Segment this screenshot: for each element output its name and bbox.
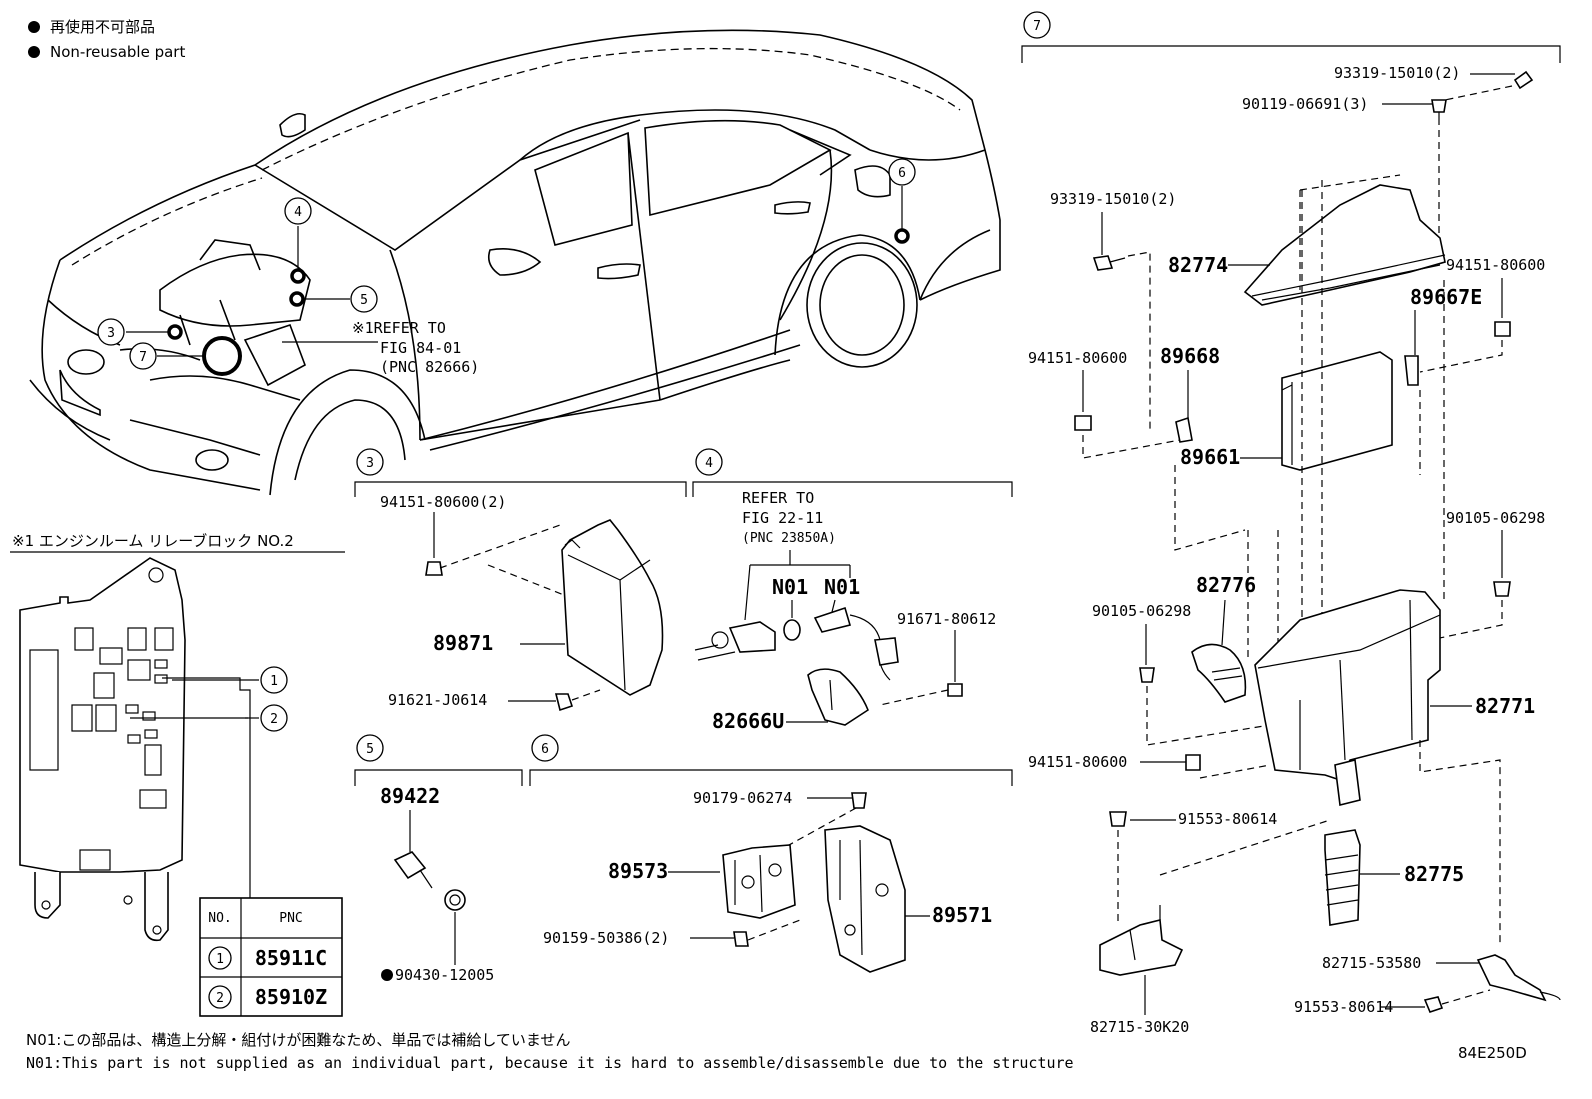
- svg-text:N01: N01: [824, 575, 860, 599]
- svg-text:91553-80614: 91553-80614: [1178, 810, 1277, 828]
- relay-marker-1: 1: [260, 666, 288, 694]
- svg-text:90179-06274: 90179-06274: [693, 789, 792, 807]
- svg-text:4: 4: [705, 456, 713, 471]
- car-reference-note: ※1REFER TO FIG 84-01 (PNC 82666): [352, 319, 479, 376]
- svg-text:89661: 89661: [1180, 445, 1240, 469]
- svg-text:94151-80600: 94151-80600: [1028, 753, 1127, 771]
- svg-text:FIG 84-01: FIG 84-01: [380, 339, 461, 357]
- svg-text:82715-30K20: 82715-30K20: [1090, 1018, 1189, 1036]
- location-marker-6: [894, 228, 910, 244]
- callout-4: 4: [284, 197, 312, 225]
- svg-text:6: 6: [898, 166, 906, 181]
- relay-marker-2: 2: [260, 704, 288, 732]
- svg-text:91671-80612: 91671-80612: [897, 610, 996, 628]
- svg-text:82715-53580: 82715-53580: [1322, 954, 1421, 972]
- svg-text:6: 6: [541, 742, 549, 757]
- footnotes: N01:この部品は、構造上分解・組付けが困難なため、単品では補給していません N…: [26, 1031, 1527, 1072]
- callout-3: 3: [97, 318, 125, 346]
- note-en: N01:This part is not supplied as an indi…: [26, 1054, 1074, 1072]
- group-7: 7 93319-15010(2) 90119-06691(3) 93319-15…: [1021, 11, 1561, 1036]
- svg-text:89422: 89422: [380, 784, 440, 808]
- legend: 再使用不可部品 Non-reusable part: [28, 18, 185, 61]
- svg-text:89571: 89571: [932, 903, 992, 927]
- svg-text:90105-06298: 90105-06298: [1446, 509, 1545, 527]
- svg-text:90119-06691(3): 90119-06691(3): [1242, 95, 1368, 113]
- callout-7: 7: [129, 342, 157, 370]
- svg-text:3: 3: [107, 326, 115, 341]
- svg-text:REFER TO: REFER TO: [742, 489, 814, 507]
- svg-text:(PNC 82666): (PNC 82666): [380, 358, 479, 376]
- svg-text:82776: 82776: [1196, 573, 1256, 597]
- location-marker-3: [167, 324, 183, 340]
- svg-text:94151-80600: 94151-80600: [1028, 349, 1127, 367]
- svg-text:3: 3: [366, 456, 374, 471]
- location-marker-7: [202, 336, 242, 376]
- location-marker-5: [289, 291, 305, 307]
- svg-text:4: 4: [294, 205, 302, 220]
- table-row-no: 2: [216, 991, 224, 1006]
- pnc-table: NO. PNC 1 85911C 2 85910Z: [199, 897, 343, 1017]
- svg-text:82666U: 82666U: [712, 709, 784, 733]
- svg-text:89667E: 89667E: [1410, 285, 1482, 309]
- relay-block-title: ※1 エンジンルーム リレーブロック NO.2: [12, 532, 294, 550]
- svg-text:1: 1: [270, 674, 278, 689]
- group-3: 3 94151-80600(2) 89871 91621-J0614: [354, 448, 687, 712]
- table-row-pnc: 85910Z: [255, 985, 327, 1009]
- svg-text:93319-15010(2): 93319-15010(2): [1334, 64, 1460, 82]
- svg-text:5: 5: [366, 742, 374, 757]
- svg-text:89573: 89573: [608, 859, 668, 883]
- callout-5: 5: [350, 285, 378, 313]
- group-5: 5 89422 90430-12005: [354, 734, 523, 984]
- svg-text:FIG 22-11: FIG 22-11: [742, 509, 823, 527]
- svg-text:N01: N01: [772, 575, 808, 599]
- table-row-pnc: 85911C: [255, 946, 327, 970]
- svg-text:94151-80600: 94151-80600: [1446, 256, 1545, 274]
- table-row-no: 1: [216, 952, 224, 967]
- group-4: 4 REFER TO FIG 22-11 (PNC 23850A) N01 N0…: [692, 448, 1013, 733]
- svg-text:※1REFER TO: ※1REFER TO: [352, 319, 446, 337]
- svg-text:89871: 89871: [433, 631, 493, 655]
- callout-6: 6: [888, 158, 916, 186]
- svg-text:90430-12005: 90430-12005: [395, 966, 494, 984]
- non-reusable-dot-icon: [381, 969, 393, 981]
- svg-text:93319-15010(2): 93319-15010(2): [1050, 190, 1176, 208]
- table-header-pnc: PNC: [279, 911, 302, 926]
- svg-text:91553-80614: 91553-80614: [1294, 998, 1393, 1016]
- svg-text:94151-80600(2): 94151-80600(2): [380, 493, 506, 511]
- svg-text:5: 5: [360, 293, 368, 308]
- svg-text:7: 7: [139, 350, 147, 365]
- svg-text:82771: 82771: [1475, 694, 1535, 718]
- legend-jp: 再使用不可部品: [50, 18, 155, 36]
- legend-en: Non-reusable part: [50, 43, 185, 61]
- location-marker-4: [290, 268, 306, 284]
- svg-text:90159-50386(2): 90159-50386(2): [543, 929, 669, 947]
- figure-code: 84E250D: [1458, 1044, 1527, 1062]
- car-illustration: [29, 29, 1001, 496]
- svg-text:(PNC 23850A): (PNC 23850A): [742, 531, 836, 546]
- svg-text:7: 7: [1033, 19, 1041, 34]
- non-reusable-dot-icon: [28, 21, 40, 33]
- svg-text:89668: 89668: [1160, 344, 1220, 368]
- non-reusable-dot-icon: [28, 46, 40, 58]
- svg-text:90105-06298: 90105-06298: [1092, 602, 1191, 620]
- note-jp: N01:この部品は、構造上分解・組付けが困難なため、単品では補給していません: [26, 1031, 570, 1049]
- svg-text:2: 2: [270, 712, 278, 727]
- group-6: 6 90179-06274 89573 89571 90159-50386(2): [529, 734, 1013, 973]
- svg-text:91621-J0614: 91621-J0614: [388, 691, 487, 709]
- svg-text:82775: 82775: [1404, 862, 1464, 886]
- relay-block-section: ※1 エンジンルーム リレーブロック NO.2: [10, 532, 345, 1000]
- table-header-no: NO.: [208, 911, 231, 926]
- svg-text:82774: 82774: [1168, 253, 1228, 277]
